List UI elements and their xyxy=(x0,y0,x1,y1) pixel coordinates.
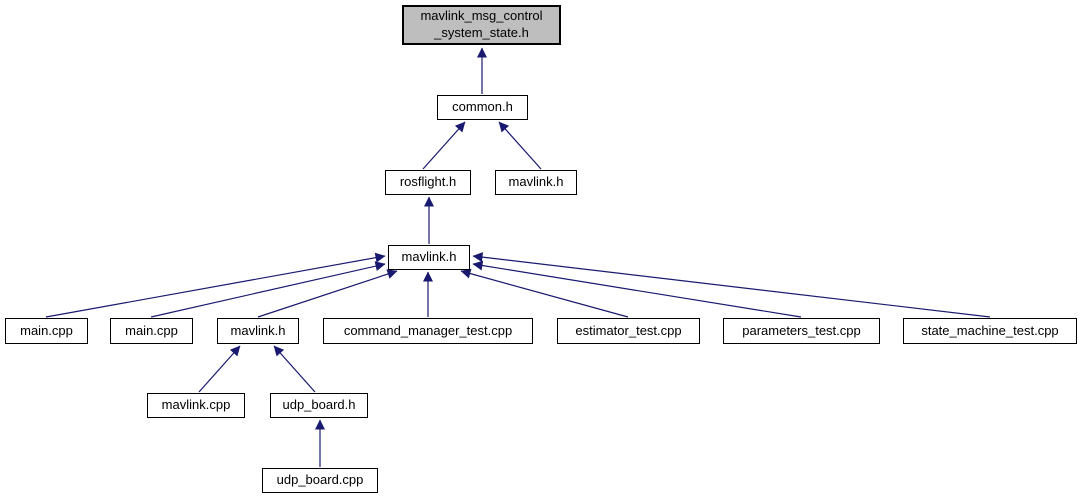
edge-state-machine-test-cpp-to-mavlink-h-lvl3 xyxy=(472,252,991,318)
graph-node-main-cpp-2[interactable]: main.cpp xyxy=(110,318,193,344)
graph-node-udp-board-h[interactable]: udp_board.h xyxy=(270,393,368,418)
graph-node-mavlink-cpp[interactable]: mavlink.cpp xyxy=(147,393,245,418)
graph-node-state-machine-test-cpp[interactable]: state_machine_test.cpp xyxy=(903,318,1077,344)
graph-node-root: mavlink_msg_control _system_state.h xyxy=(402,5,561,45)
graph-node-estimator-test-cpp[interactable]: estimator_test.cpp xyxy=(557,318,700,344)
graph-node-command-manager-test-cpp[interactable]: command_manager_test.cpp xyxy=(323,318,533,344)
graph-node-udp-board-cpp[interactable]: udp_board.cpp xyxy=(262,468,378,493)
graph-node-rosflight-h[interactable]: rosflight.h xyxy=(385,170,471,195)
edge-main-cpp-1-to-mavlink-h-lvl3 xyxy=(45,252,386,318)
edge-mavlink-h-lvl4-to-mavlink-h-lvl3 xyxy=(257,269,398,318)
edge-udp-board-h-to-mavlink-h-lvl4 xyxy=(273,345,316,393)
edge-mavlink-h-lvl2-to-common-h xyxy=(498,121,542,170)
graph-node-main-cpp-1[interactable]: main.cpp xyxy=(5,318,88,344)
graph-node-common-h[interactable]: common.h xyxy=(437,95,528,120)
graph-node-mavlink-h-lvl2[interactable]: mavlink.h xyxy=(495,170,577,195)
graph-node-mavlink-h-lvl3[interactable]: mavlink.h xyxy=(388,245,470,270)
graph-node-parameters-test-cpp[interactable]: parameters_test.cpp xyxy=(723,318,880,344)
edge-main-cpp-2-to-mavlink-h-lvl3 xyxy=(150,261,386,318)
edge-mavlink-cpp-to-mavlink-h-lvl4 xyxy=(198,345,241,393)
edge-rosflight-h-to-common-h xyxy=(422,121,466,170)
graph-node-mavlink-h-lvl4[interactable]: mavlink.h xyxy=(217,318,299,344)
edge-parameters-test-cpp-to-mavlink-h-lvl3 xyxy=(472,260,802,318)
edge-estimator-test-cpp-to-mavlink-h-lvl3 xyxy=(460,268,629,318)
